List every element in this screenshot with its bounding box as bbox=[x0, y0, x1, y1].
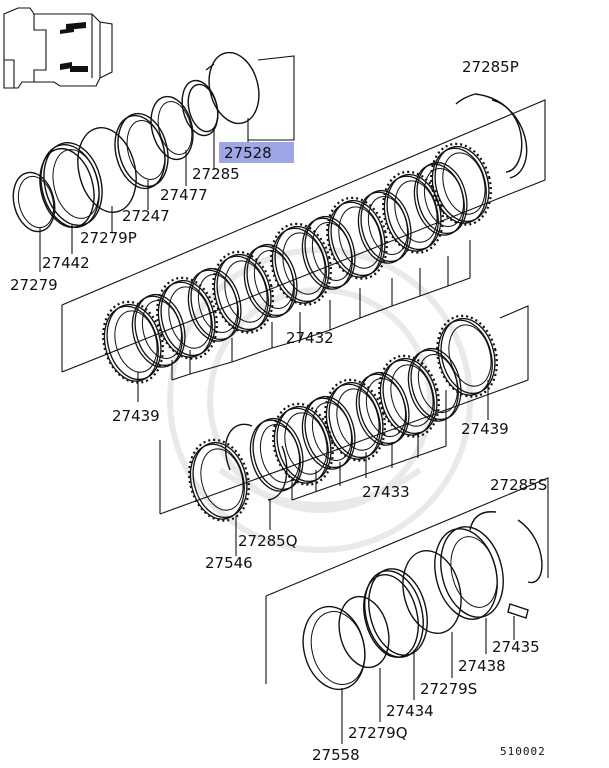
section-bottom-group bbox=[265, 477, 549, 744]
section-top-group bbox=[12, 51, 295, 272]
label-27528[interactable]: 27528 bbox=[224, 144, 272, 162]
friction-plate bbox=[413, 161, 468, 236]
highlight-box bbox=[219, 142, 294, 163]
friction-plate bbox=[407, 347, 462, 422]
steel-plate bbox=[102, 300, 164, 384]
steel-plate bbox=[382, 170, 444, 254]
friction-plate bbox=[301, 395, 356, 470]
label-27279[interactable]: 27279 bbox=[10, 276, 58, 294]
steel-plate bbox=[430, 142, 492, 226]
label-27442[interactable]: 27442 bbox=[42, 254, 90, 272]
friction-plate bbox=[355, 371, 410, 446]
label-27438[interactable]: 27438 bbox=[458, 657, 506, 675]
section-clutch-pack-2 bbox=[159, 305, 529, 556]
label-27279Q[interactable]: 27279Q bbox=[348, 724, 408, 742]
steel-plate bbox=[156, 276, 218, 360]
friction-plate bbox=[249, 417, 304, 492]
label-27439-lower[interactable]: 27439 bbox=[461, 420, 509, 438]
steel-plate bbox=[378, 354, 440, 438]
friction-plate bbox=[131, 293, 186, 368]
label-27279P[interactable]: 27279P bbox=[80, 229, 137, 247]
diagram-code: 510002 bbox=[500, 745, 546, 758]
steel-plate bbox=[326, 196, 388, 280]
friction-plate bbox=[301, 215, 356, 290]
steel-plate bbox=[270, 222, 332, 306]
label-27285Q[interactable]: 27285Q bbox=[238, 532, 298, 550]
steel-plate bbox=[324, 378, 386, 462]
label-27247[interactable]: 27247 bbox=[122, 207, 170, 225]
friction-plate bbox=[187, 267, 242, 342]
steel-plate bbox=[188, 438, 250, 522]
transmission-thumbnail bbox=[3, 7, 113, 89]
label-27477[interactable]: 27477 bbox=[160, 186, 208, 204]
label-27433[interactable]: 27433 bbox=[362, 483, 410, 501]
label-27285[interactable]: 27285 bbox=[192, 165, 240, 183]
steel-plate bbox=[212, 250, 274, 334]
label-27432[interactable]: 27432 bbox=[286, 329, 334, 347]
watermark bbox=[167, 247, 473, 553]
label-27439-upper[interactable]: 27439 bbox=[112, 407, 160, 425]
label-27285P[interactable]: 27285P bbox=[462, 58, 519, 76]
label-27558[interactable]: 27558 bbox=[312, 746, 360, 764]
section-clutch-pack-1 bbox=[61, 93, 546, 402]
label-27435[interactable]: 27435 bbox=[492, 638, 540, 656]
label-27434[interactable]: 27434 bbox=[386, 702, 434, 720]
label-27279S[interactable]: 27279S bbox=[420, 680, 477, 698]
label-27285S[interactable]: 27285S bbox=[490, 476, 547, 494]
label-27546[interactable]: 27546 bbox=[205, 554, 253, 572]
friction-plate bbox=[357, 189, 412, 264]
steel-plate bbox=[436, 314, 498, 398]
friction-plate bbox=[243, 243, 298, 318]
